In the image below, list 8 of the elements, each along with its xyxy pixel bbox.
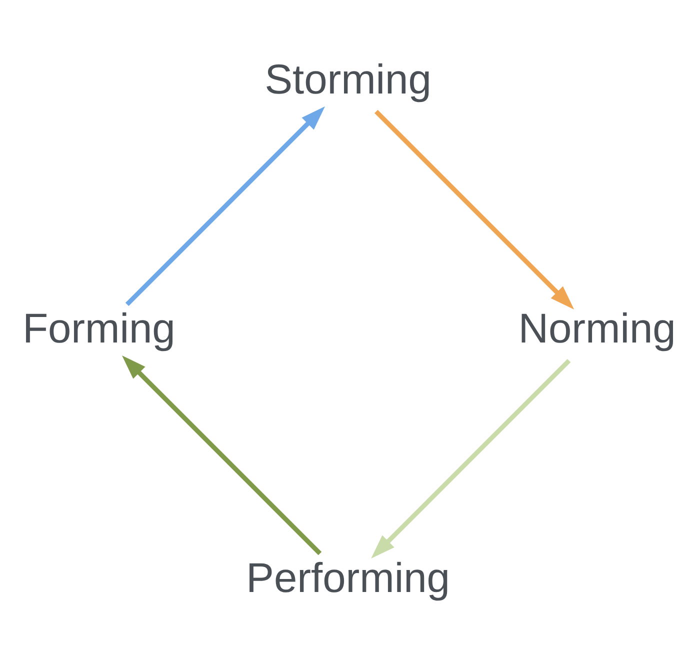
node-text: Forming [22, 304, 176, 352]
node-text: Storming [264, 55, 432, 102]
node-text: Performing [246, 553, 450, 600]
node-text: Norming [518, 304, 676, 352]
arrow [371, 358, 571, 558]
arrow [122, 355, 322, 555]
arrow [125, 106, 326, 306]
arrow [374, 109, 574, 309]
